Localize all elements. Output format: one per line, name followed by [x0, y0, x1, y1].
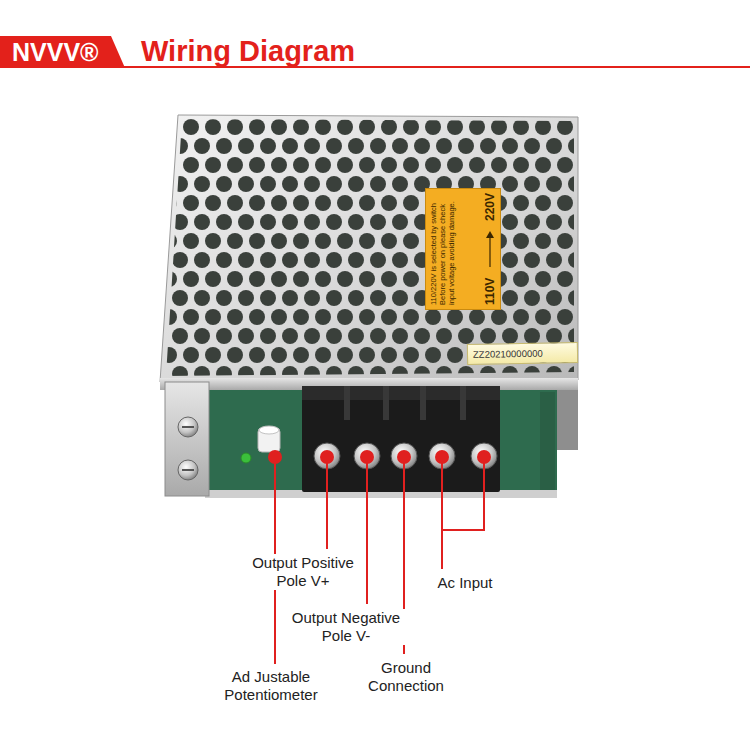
leader-line	[366, 457, 368, 604]
warning-note: 110/220V is selected by switch Before po…	[429, 193, 456, 305]
sticker-content: 110/220V is selected by switch Before po…	[426, 189, 500, 309]
label-holder: Ad Justable Potentiometer	[216, 668, 326, 704]
label-holder: Ac Input	[434, 574, 495, 592]
mounting-bracket	[165, 382, 209, 496]
circuit-board-edge	[540, 392, 555, 492]
label-holder: Output Positive Pole V+	[241, 554, 365, 590]
terminal-label: Ad Justable Potentiometer	[216, 668, 326, 704]
voltage-option: 220V	[483, 193, 497, 221]
leader-line	[441, 457, 443, 569]
leader-line	[442, 457, 484, 530]
diagram-title: Wiring Diagram	[141, 34, 355, 68]
marker-dot	[397, 450, 411, 464]
power-led	[241, 453, 251, 463]
top-cover	[160, 115, 578, 382]
serial-strip: ZZ20210000000	[467, 342, 578, 365]
terminal-divider	[420, 386, 426, 420]
brand-mark: NVVV®	[0, 36, 99, 68]
arrow-head	[486, 231, 494, 238]
leader-line	[326, 457, 328, 549]
voltage-arrow	[484, 229, 496, 269]
title-holder: Wiring Diagram	[141, 34, 355, 68]
terminal-block	[302, 386, 500, 492]
marker-dot	[435, 450, 449, 464]
bracket-screw	[178, 460, 198, 480]
marker-dot	[320, 450, 334, 464]
potentiometer-knob	[259, 426, 279, 434]
voltage-option: 110V	[483, 278, 497, 305]
brand-tab: NVVV®	[0, 36, 125, 68]
marker-dot	[360, 450, 374, 464]
label-holder: Ground Connection	[359, 659, 453, 695]
terminal-label: Output Negative Pole V-	[284, 609, 408, 645]
marker-dot	[477, 450, 491, 464]
voltage-sticker: 110/220V is selected by switch Before po…	[425, 188, 501, 310]
voltage-row: 110V 220V	[483, 193, 497, 305]
serial-number: ZZ20210000000	[468, 343, 577, 364]
tab-fill	[0, 36, 125, 68]
terminal-label: Ac Input	[434, 574, 495, 592]
vent-holes	[166, 119, 574, 376]
terminal-label: Ground Connection	[359, 659, 453, 695]
terminal-divider	[344, 386, 350, 420]
screw-slot	[182, 426, 194, 428]
bracket-screw	[178, 417, 198, 437]
terminal-label: Output Positive Pole V+	[241, 554, 365, 590]
marker-dots	[268, 450, 491, 464]
arrow-shaft	[489, 235, 490, 267]
terminal-divider	[383, 386, 389, 420]
terminal-ridge	[302, 386, 500, 400]
marker-dot	[268, 450, 282, 464]
screw-slot	[182, 469, 194, 471]
terminal-divider	[460, 386, 466, 420]
label-holder: Output Negative Pole V-	[284, 609, 408, 645]
